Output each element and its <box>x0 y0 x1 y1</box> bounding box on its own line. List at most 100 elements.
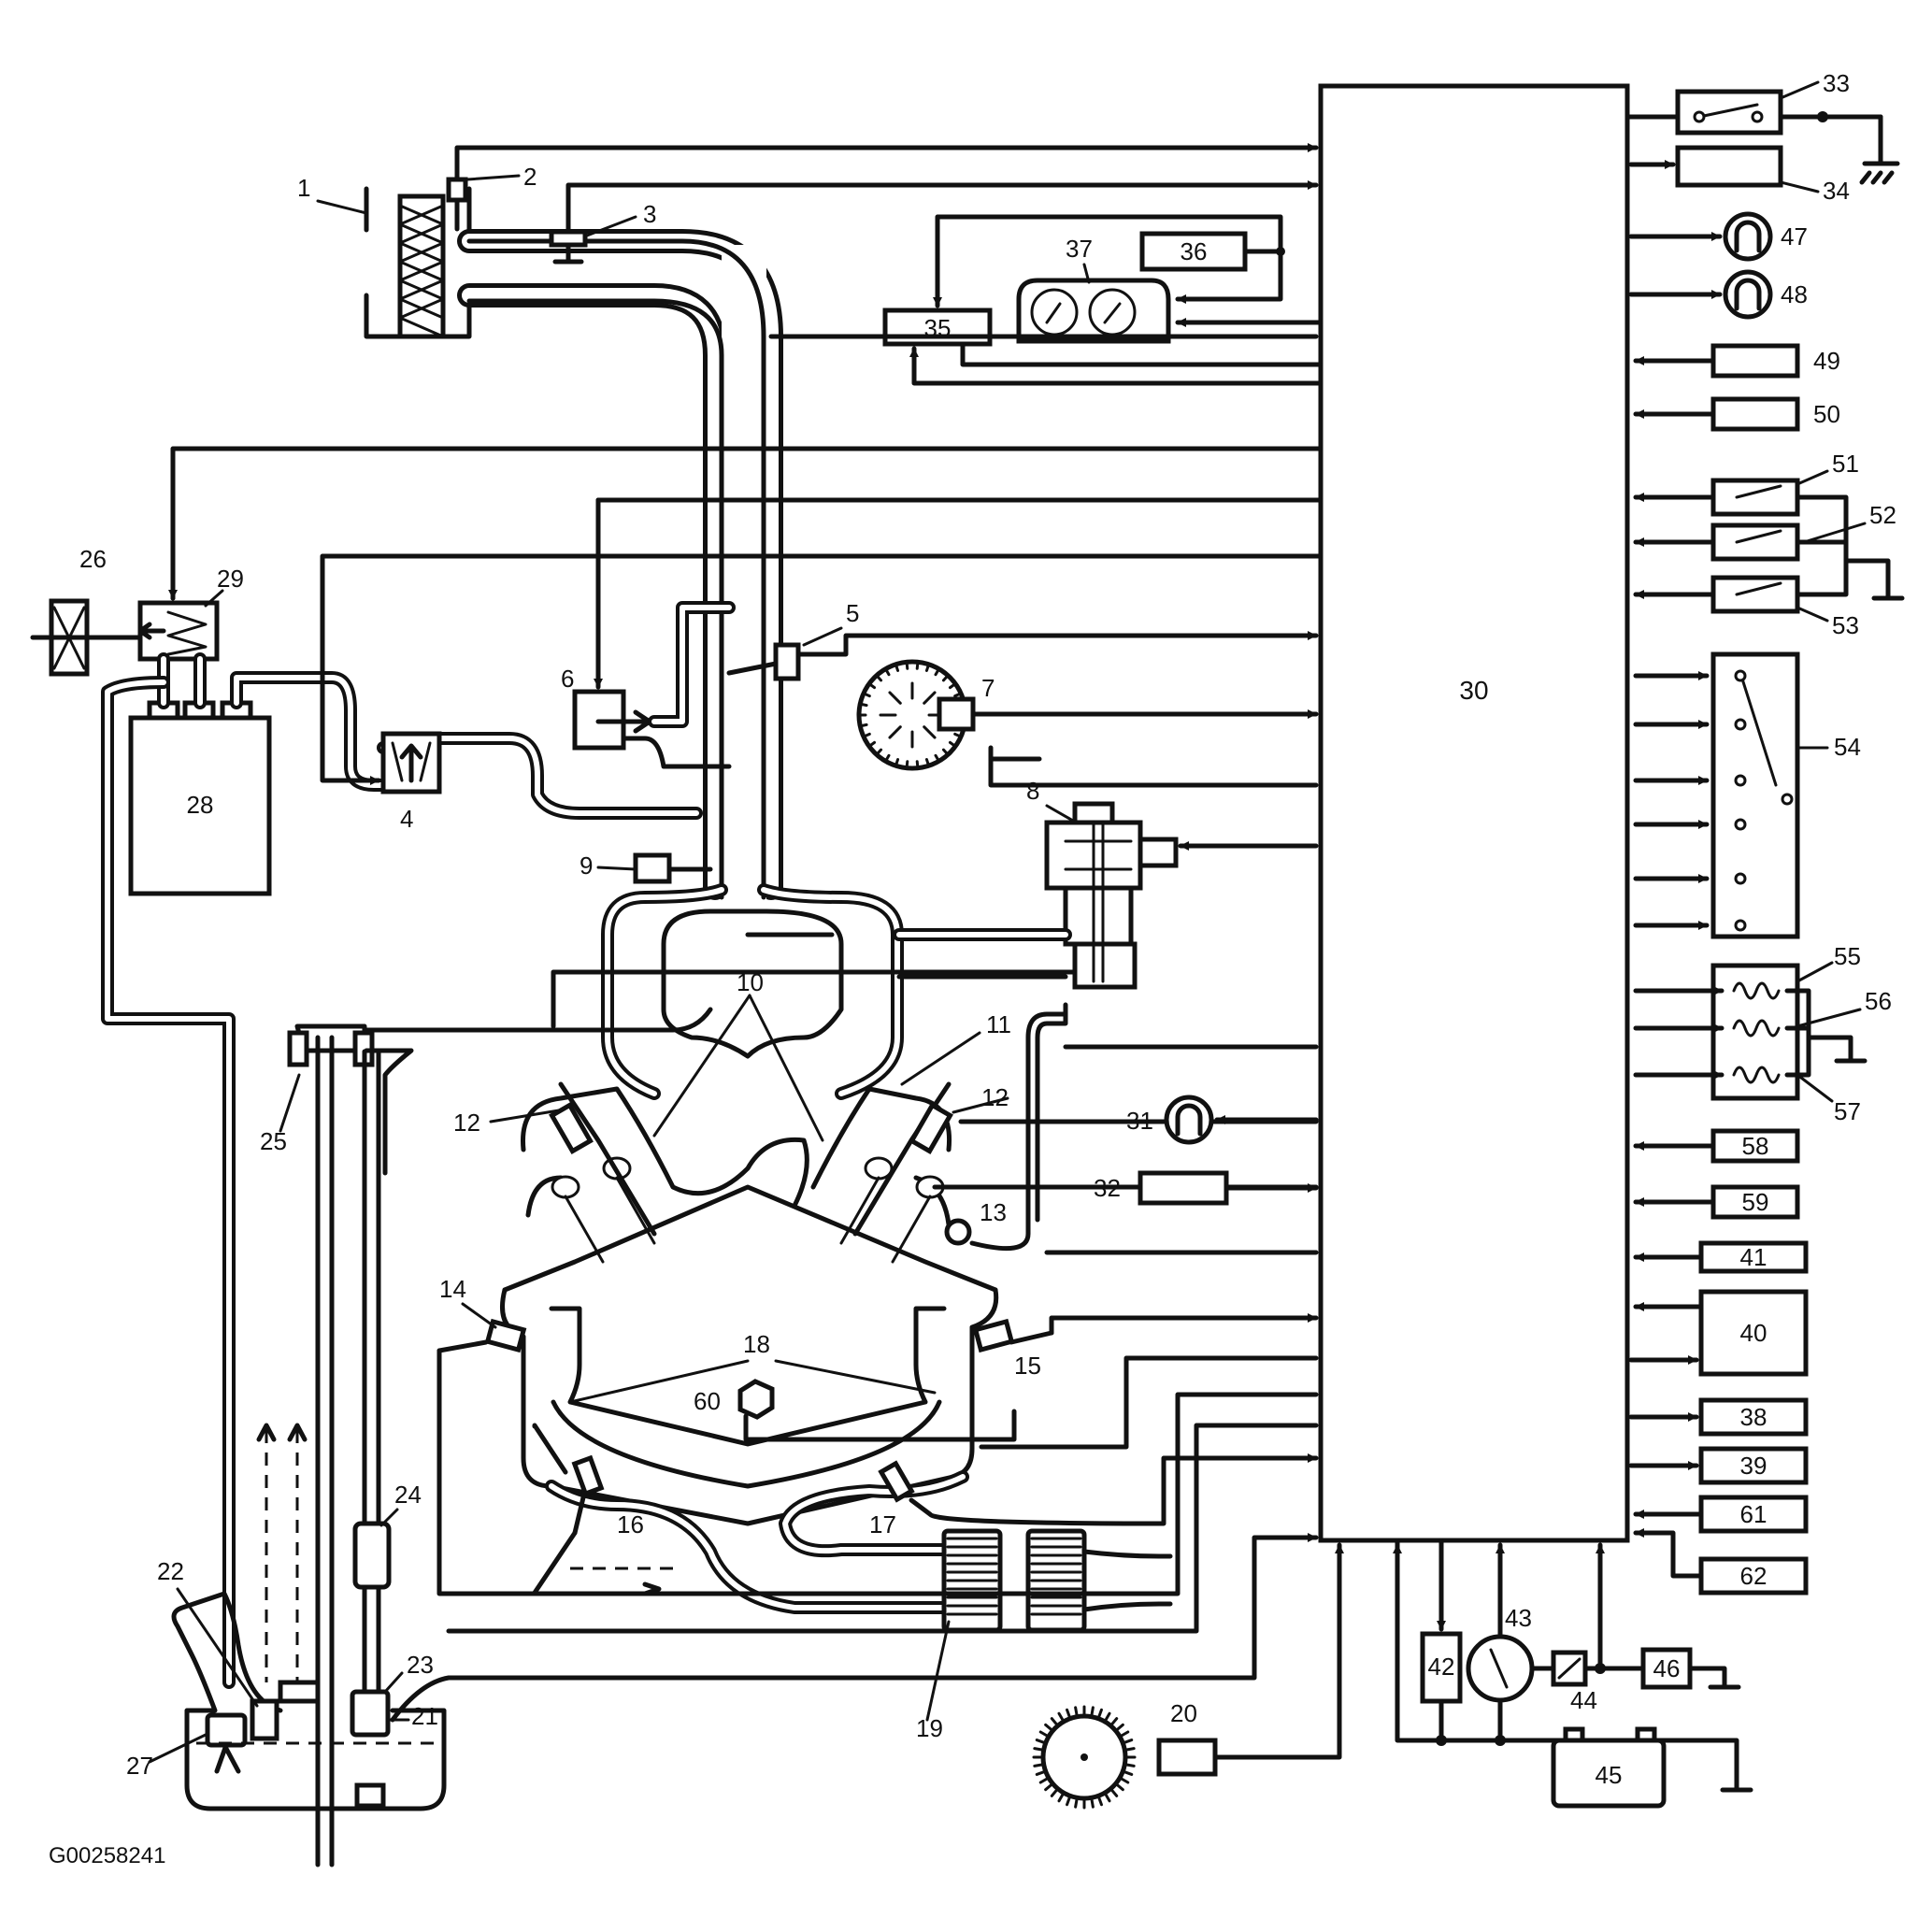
component-55-57-coils: 55 56 57 <box>1633 942 1892 1125</box>
dist-mark-3 <box>888 725 902 739</box>
label-36: 36 <box>1181 237 1208 265</box>
dist-mark-7 <box>923 691 937 705</box>
component-48-lamp: 48 <box>1628 269 1808 320</box>
label-8: 8 <box>1026 777 1039 805</box>
dist-tooth-12 <box>867 740 877 749</box>
label-42: 42 <box>1428 1653 1455 1681</box>
tooth-5 <box>1109 1787 1119 1797</box>
label-14: 14 <box>439 1275 466 1303</box>
dist-tooth-6 <box>924 758 931 767</box>
label-20: 20 <box>1170 1699 1197 1727</box>
valve-stem-1 <box>615 1176 656 1245</box>
label-46: 46 <box>1653 1654 1681 1682</box>
sensor-5: 5 <box>726 599 1319 681</box>
valve-4: 4 <box>320 553 1324 833</box>
dist-mark-5 <box>888 691 902 705</box>
label-51: 51 <box>1832 450 1859 478</box>
label-25: 25 <box>260 1127 287 1155</box>
tooth-24 <box>1057 1711 1066 1724</box>
tooth-34 <box>1121 1739 1134 1745</box>
tooth-10 <box>1074 1796 1079 1809</box>
tooth-11 <box>1066 1794 1072 1807</box>
label-40: 40 <box>1740 1319 1767 1347</box>
tooth-23 <box>1050 1717 1060 1727</box>
idle-valve-8: 8 <box>893 745 1319 1223</box>
label-48: 48 <box>1781 280 1808 308</box>
valve-stem-2 <box>839 1176 880 1245</box>
dist-tooth-4 <box>941 748 950 756</box>
label-3: 3 <box>643 200 656 228</box>
dist-mark-1 <box>923 725 937 739</box>
tooth-35 <box>1123 1747 1136 1752</box>
air-filter-1: 1 <box>297 174 472 339</box>
dist-tooth-9 <box>894 758 900 767</box>
dist-tooth-20 <box>884 667 891 677</box>
tooth-22 <box>1044 1723 1054 1733</box>
label-12a: 12 <box>453 1109 480 1137</box>
label-2: 2 <box>523 163 537 191</box>
dist-tooth-2 <box>953 732 963 738</box>
component-61: 61 <box>1633 1495 1809 1534</box>
label-29: 29 <box>217 565 244 593</box>
coolant-sensor-60: 60 <box>694 1379 1017 1442</box>
tooth-21 <box>1038 1730 1051 1739</box>
label-53: 53 <box>1832 611 1859 639</box>
contact-54-common <box>1781 793 1794 806</box>
component-47-lamp: 47 <box>1628 211 1808 262</box>
tooth-16 <box>1035 1769 1048 1776</box>
dist-tooth-10 <box>884 753 891 763</box>
ignition-31: 31 <box>1126 1095 1319 1145</box>
label-23: 23 <box>407 1651 434 1679</box>
component-34: 34 <box>1628 145 1850 205</box>
label-50: 50 <box>1813 400 1840 428</box>
component-59: 59 <box>1633 1184 1800 1220</box>
component-41: 41 <box>1633 1240 1809 1274</box>
label-26: 26 <box>79 545 107 573</box>
label-45: 45 <box>1596 1761 1623 1789</box>
dist-tooth-27 <box>948 681 957 690</box>
label-44: 44 <box>1570 1686 1597 1714</box>
label-5: 5 <box>846 599 859 627</box>
dist-tooth-22 <box>905 660 909 670</box>
label-10: 10 <box>737 968 764 996</box>
label-34: 34 <box>1823 177 1850 205</box>
valve-6: 6 <box>561 497 1324 769</box>
ecu-control-module: 30 <box>1318 83 1630 1543</box>
label-57: 57 <box>1834 1097 1861 1125</box>
sensor-7-distributor: 7 <box>856 659 1319 771</box>
label-1: 1 <box>297 174 310 202</box>
component-20-crank-sensor: 20 <box>1032 1542 1344 1810</box>
figure-code: G00258241 <box>49 1843 165 1868</box>
label-61: 61 <box>1740 1500 1767 1528</box>
coil-1 <box>1732 1019 1781 1038</box>
tooth-6 <box>1103 1791 1111 1803</box>
label-37: 37 <box>1066 235 1093 263</box>
label-32: 32 <box>1094 1174 1121 1202</box>
label-54: 54 <box>1834 733 1861 761</box>
filter-26: 26 <box>30 545 143 677</box>
valve-stem-0 <box>564 1195 605 1264</box>
component-51-53-switches: 51 52 53 <box>1633 450 1905 639</box>
label-62: 62 <box>1740 1562 1767 1590</box>
tooth-3 <box>1118 1776 1130 1784</box>
dist-tooth-23 <box>915 660 920 670</box>
dist-tooth-7 <box>915 760 920 770</box>
label-28: 28 <box>187 791 214 819</box>
dist-tooth-5 <box>934 753 940 763</box>
component-49: 49 <box>1633 343 1840 379</box>
label-30: 30 <box>1459 676 1488 705</box>
tooth-17 <box>1033 1763 1046 1767</box>
tooth-8 <box>1090 1796 1095 1809</box>
contact-54-1 <box>1734 718 1747 731</box>
component-58: 58 <box>1633 1128 1800 1164</box>
valve-29: 29 <box>137 446 1324 709</box>
injectors: 12 12 11 <box>453 1010 1011 1237</box>
dist-tooth-25 <box>934 667 940 677</box>
dist-tooth-13 <box>862 732 871 738</box>
tooth-20 <box>1035 1739 1048 1745</box>
label-43: 43 <box>1505 1604 1532 1632</box>
contact-54-2 <box>1734 774 1747 787</box>
label-22: 22 <box>157 1557 184 1585</box>
dist-tooth-11 <box>875 748 883 756</box>
label-7: 7 <box>981 674 995 702</box>
